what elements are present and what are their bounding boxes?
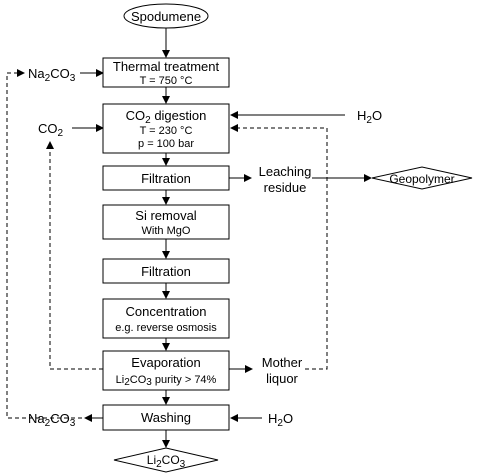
node-spodumene: Spodumene <box>123 3 209 29</box>
evaporation-title: Evaporation <box>131 355 200 370</box>
loop-na2co3-recycle <box>6 69 103 419</box>
node-li2co3-product: Li2CO3 <box>113 447 219 473</box>
washing-label: Washing <box>141 410 191 425</box>
node-si-removal: Si removal With MgO <box>102 204 230 240</box>
concentration-sub: e.g. reverse osmosis <box>115 322 217 334</box>
main-flow-arrows <box>72 28 372 448</box>
na2co3-out-label: Na2CO3 <box>28 411 76 429</box>
evaporation-sub: Li2CO3 purity > 74% <box>116 374 217 388</box>
node-co2-digestion: CO2 digestion T = 230 °C p = 100 bar <box>102 103 230 154</box>
spodumene-label: Spodumene <box>131 9 201 24</box>
filtration2-label: Filtration <box>141 264 191 279</box>
leaching-label-2: residue <box>264 180 307 195</box>
digestion-pressure: p = 100 bar <box>138 138 194 150</box>
node-concentration: Concentration e.g. reverse osmosis <box>102 298 230 339</box>
h2o-bottom-label: H2O <box>268 411 293 429</box>
node-filtration-1: Filtration <box>102 165 230 191</box>
node-geopolymer: Geopolymer <box>371 166 473 190</box>
concentration-title: Concentration <box>126 304 207 319</box>
node-washing: Washing <box>102 404 230 431</box>
na2co3-in-label: Na2CO3 <box>28 66 76 84</box>
loop-co2-recycle <box>46 141 103 370</box>
mother-label-2: liquor <box>266 371 298 386</box>
co2-in-label: CO2 <box>38 121 64 139</box>
recycle-loops <box>6 69 328 419</box>
li2co3-label: Li2CO3 <box>147 453 186 470</box>
digestion-title: CO2 digestion <box>126 108 207 126</box>
node-evaporation: Evaporation Li2CO3 purity > 74% <box>102 350 230 391</box>
thermal-sub: T = 750 °C <box>140 75 193 87</box>
geopolymer-label: Geopolymer <box>389 172 454 186</box>
filtration1-label: Filtration <box>141 171 191 186</box>
leaching-label-1: Leaching <box>259 164 312 179</box>
h2o-top-label: H2O <box>357 108 382 126</box>
node-filtration-2: Filtration <box>102 258 230 284</box>
digestion-temp: T = 230 °C <box>140 125 193 137</box>
thermal-title: Thermal treatment <box>113 59 220 74</box>
node-thermal-treatment: Thermal treatment T = 750 °C <box>102 57 230 88</box>
si-title: Si removal <box>135 208 197 223</box>
si-sub: With MgO <box>142 225 191 237</box>
mother-label-1: Mother <box>262 355 303 370</box>
loop-mother-liquor-recycle <box>230 124 328 370</box>
